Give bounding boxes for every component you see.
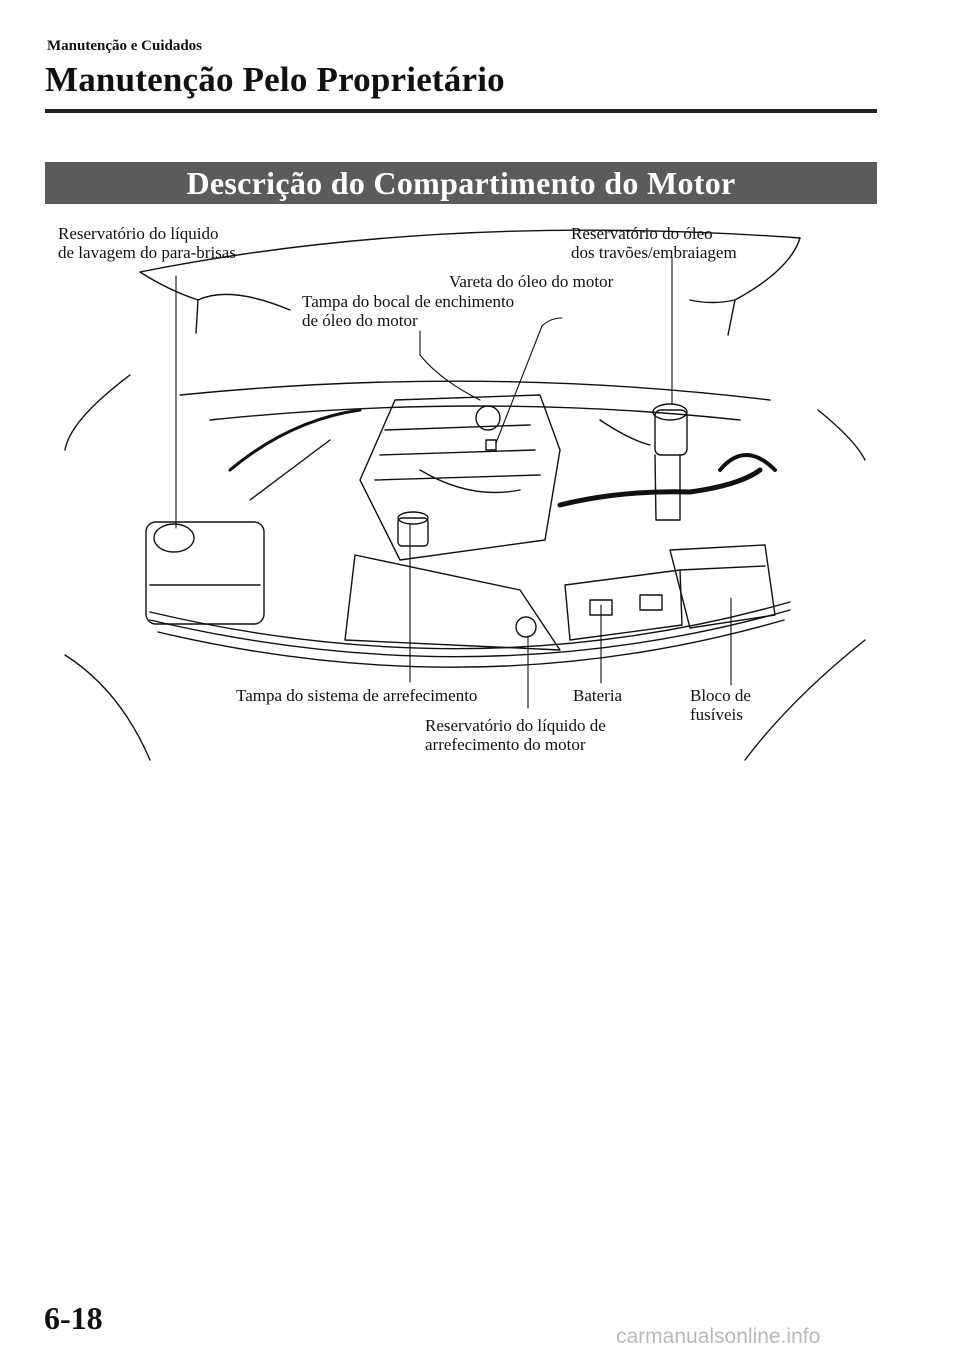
label-coolant-line1: Reservatório do líquido de — [425, 716, 606, 735]
label-fuse-block: Bloco de fusíveis — [690, 686, 751, 724]
label-coolant-line2: arrefecimento do motor — [425, 735, 586, 754]
washer-reservoir-shape — [145, 521, 265, 625]
radiator-cap-shape — [397, 511, 429, 547]
watermark: carmanualsonline.info — [616, 1325, 821, 1348]
title-rule — [45, 109, 877, 113]
label-radiator-cap: Tampa do sistema de arrefecimento — [236, 686, 478, 705]
battery-shape — [564, 569, 683, 641]
label-brake-reservoir: Reservatório do óleo dos travões/embraia… — [571, 224, 737, 262]
leader-lines — [175, 257, 732, 709]
section-label: Manutenção e Cuidados — [47, 38, 203, 54]
page-title: Manutenção Pelo Proprietário — [45, 60, 505, 99]
label-coolant-reservoir: Reservatório do líquido de arrefecimento… — [425, 716, 606, 754]
brake-reservoir-shape — [652, 403, 688, 521]
engine-compartment-illustration — [64, 229, 866, 761]
label-oil-filler-cap: Tampa do bocal de enchimento de óleo do … — [302, 292, 514, 330]
label-fuse-line2: fusíveis — [690, 705, 743, 724]
label-fuse-line1: Bloco de — [690, 686, 751, 705]
fuse-block-shape — [669, 544, 776, 629]
label-oilcap-line1: Tampa do bocal de enchimento — [302, 292, 515, 311]
coolant-reservoir-shape — [344, 554, 561, 651]
label-washer-line2: de lavagem do para-brisas — [58, 243, 236, 262]
label-washer-reservoir: Reservatório do líquido de lavagem do pa… — [58, 224, 236, 262]
label-brake-line2: dos travões/embraiagem — [571, 243, 737, 262]
label-brake-line1: Reservatório do óleo — [571, 224, 713, 243]
label-dipstick: Vareta do óleo do motor — [449, 272, 614, 291]
label-washer-line1: Reservatório do líquido — [58, 224, 219, 243]
label-oilcap-line2: de óleo do motor — [302, 311, 418, 330]
label-battery: Bateria — [573, 686, 623, 705]
engine-block-shape — [359, 394, 561, 561]
page-number: 6-18 — [44, 1300, 103, 1336]
section-banner: Descrição do Compartimento do Motor — [45, 162, 877, 204]
banner-title: Descrição do Compartimento do Motor — [186, 164, 736, 201]
